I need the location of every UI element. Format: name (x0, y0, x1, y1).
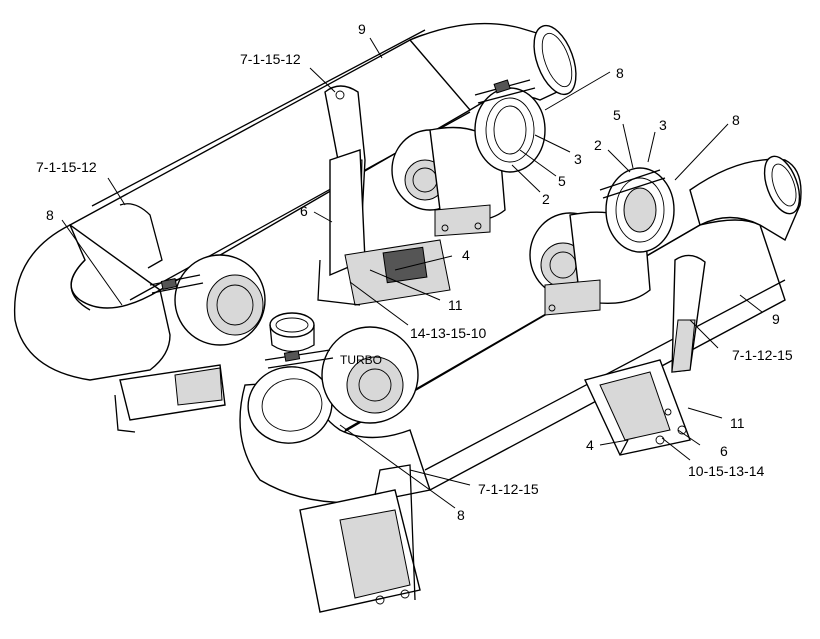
callout-14-13-15-10: 14-13-15-10 (410, 325, 486, 341)
callout-2-middle: 2 (542, 191, 550, 207)
loose-clamp-ring (269, 312, 315, 353)
callout-3-right: 3 (659, 117, 667, 133)
turbocharger-upper-middle (391, 79, 546, 237)
turbo-label: TURBO (340, 353, 382, 367)
callout-9-top: 9 (358, 21, 366, 37)
leader-lines (61, 37, 763, 509)
lower-exhaust-pipe (239, 155, 802, 504)
callout-2-right: 2 (594, 137, 602, 153)
callout-11-upper: 11 (448, 297, 463, 313)
callout-4-lower: 4 (586, 437, 594, 453)
callout-7-1-12-15-bottom: 7-1-12-15 (478, 481, 539, 497)
pipe-clamp-lower (671, 254, 706, 373)
callout-7-1-12-15-right: 7-1-12-15 (732, 347, 793, 363)
callout-8-left: 8 (46, 207, 54, 223)
callout-3-middle: 3 (574, 151, 582, 167)
callout-6-upper: 6 (300, 203, 308, 219)
callout-4-upper: 4 (462, 247, 470, 263)
callout-5-right: 5 (613, 107, 621, 123)
callout-8-upper-right: 8 (616, 65, 624, 81)
callout-labels: 9 7-1-15-12 8 7-1-15-12 8 3 5 2 5 3 2 8 … (36, 21, 793, 523)
callout-11-lower: 11 (730, 415, 745, 431)
support-bracket-upper (317, 149, 451, 306)
callout-8-right: 8 (732, 112, 740, 128)
turbocharger-front (264, 326, 419, 424)
callout-8-bottom: 8 (457, 507, 465, 523)
callout-10-15-13-14: 10-15-13-14 (688, 463, 764, 479)
support-bracket-lower-right (584, 359, 691, 456)
callout-7-1-15-12-left: 7-1-15-12 (36, 159, 97, 175)
callout-5-middle: 5 (558, 173, 566, 189)
callout-7-1-15-12-top: 7-1-15-12 (240, 51, 301, 67)
callout-9-lower: 9 (772, 311, 780, 327)
callout-6-lower: 6 (720, 443, 728, 459)
turbocharger-left (114, 254, 266, 433)
support-bracket-lower-front (299, 464, 421, 613)
turbocharger-lower-right (529, 167, 675, 316)
